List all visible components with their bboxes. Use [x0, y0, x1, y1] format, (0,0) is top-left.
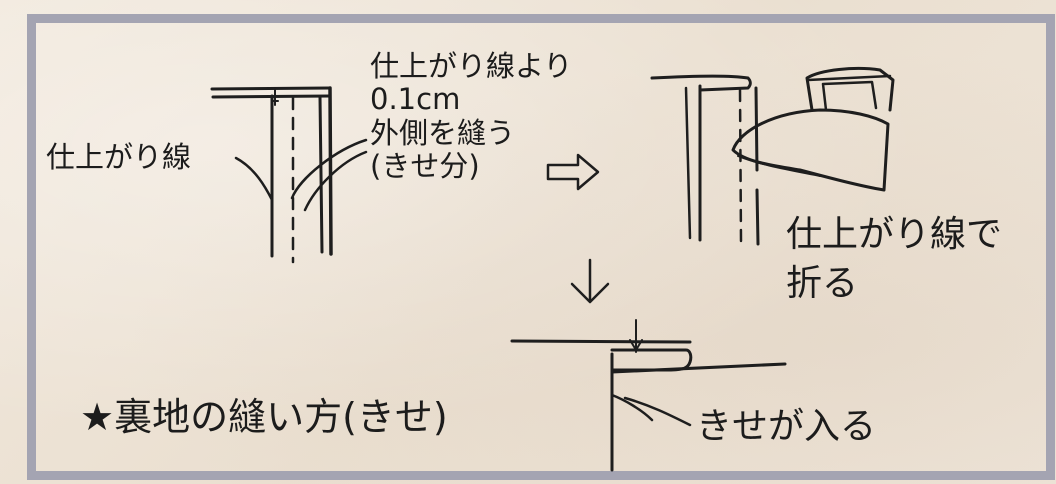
diagram-frame [27, 14, 1055, 480]
step2-fold-drawing [650, 74, 760, 246]
label-finish-line: 仕上がり線 [46, 140, 192, 174]
step1-seam-drawing [210, 86, 368, 264]
step3-kise-drawing [510, 319, 787, 472]
label-fold-at-line-line2: 折る [786, 263, 859, 305]
iron-icon [731, 66, 895, 192]
diagram-title: ★裏地の縫い方(きせ) [80, 395, 448, 439]
label-fold-at-line-line1: 仕上がり線で [786, 214, 1003, 255]
label-fold-at-line: 仕上がり線で 折る [786, 214, 1002, 305]
label-sew-outside-line4: (きせ分) [370, 149, 480, 184]
label-kise-enters: きせが入る [696, 406, 877, 447]
label-sew-outside-line1: 仕上がり線より [370, 49, 573, 83]
arrow-down-icon [570, 258, 610, 304]
label-sew-outside-line3: 外側を縫う [370, 115, 516, 150]
arrow-right-icon [546, 153, 600, 191]
label-sew-outside-line2: 0.1cm [370, 82, 461, 117]
label-sew-outside: 仕上がり線より 0.1cm 外側を縫う (きせ分) [370, 49, 573, 184]
